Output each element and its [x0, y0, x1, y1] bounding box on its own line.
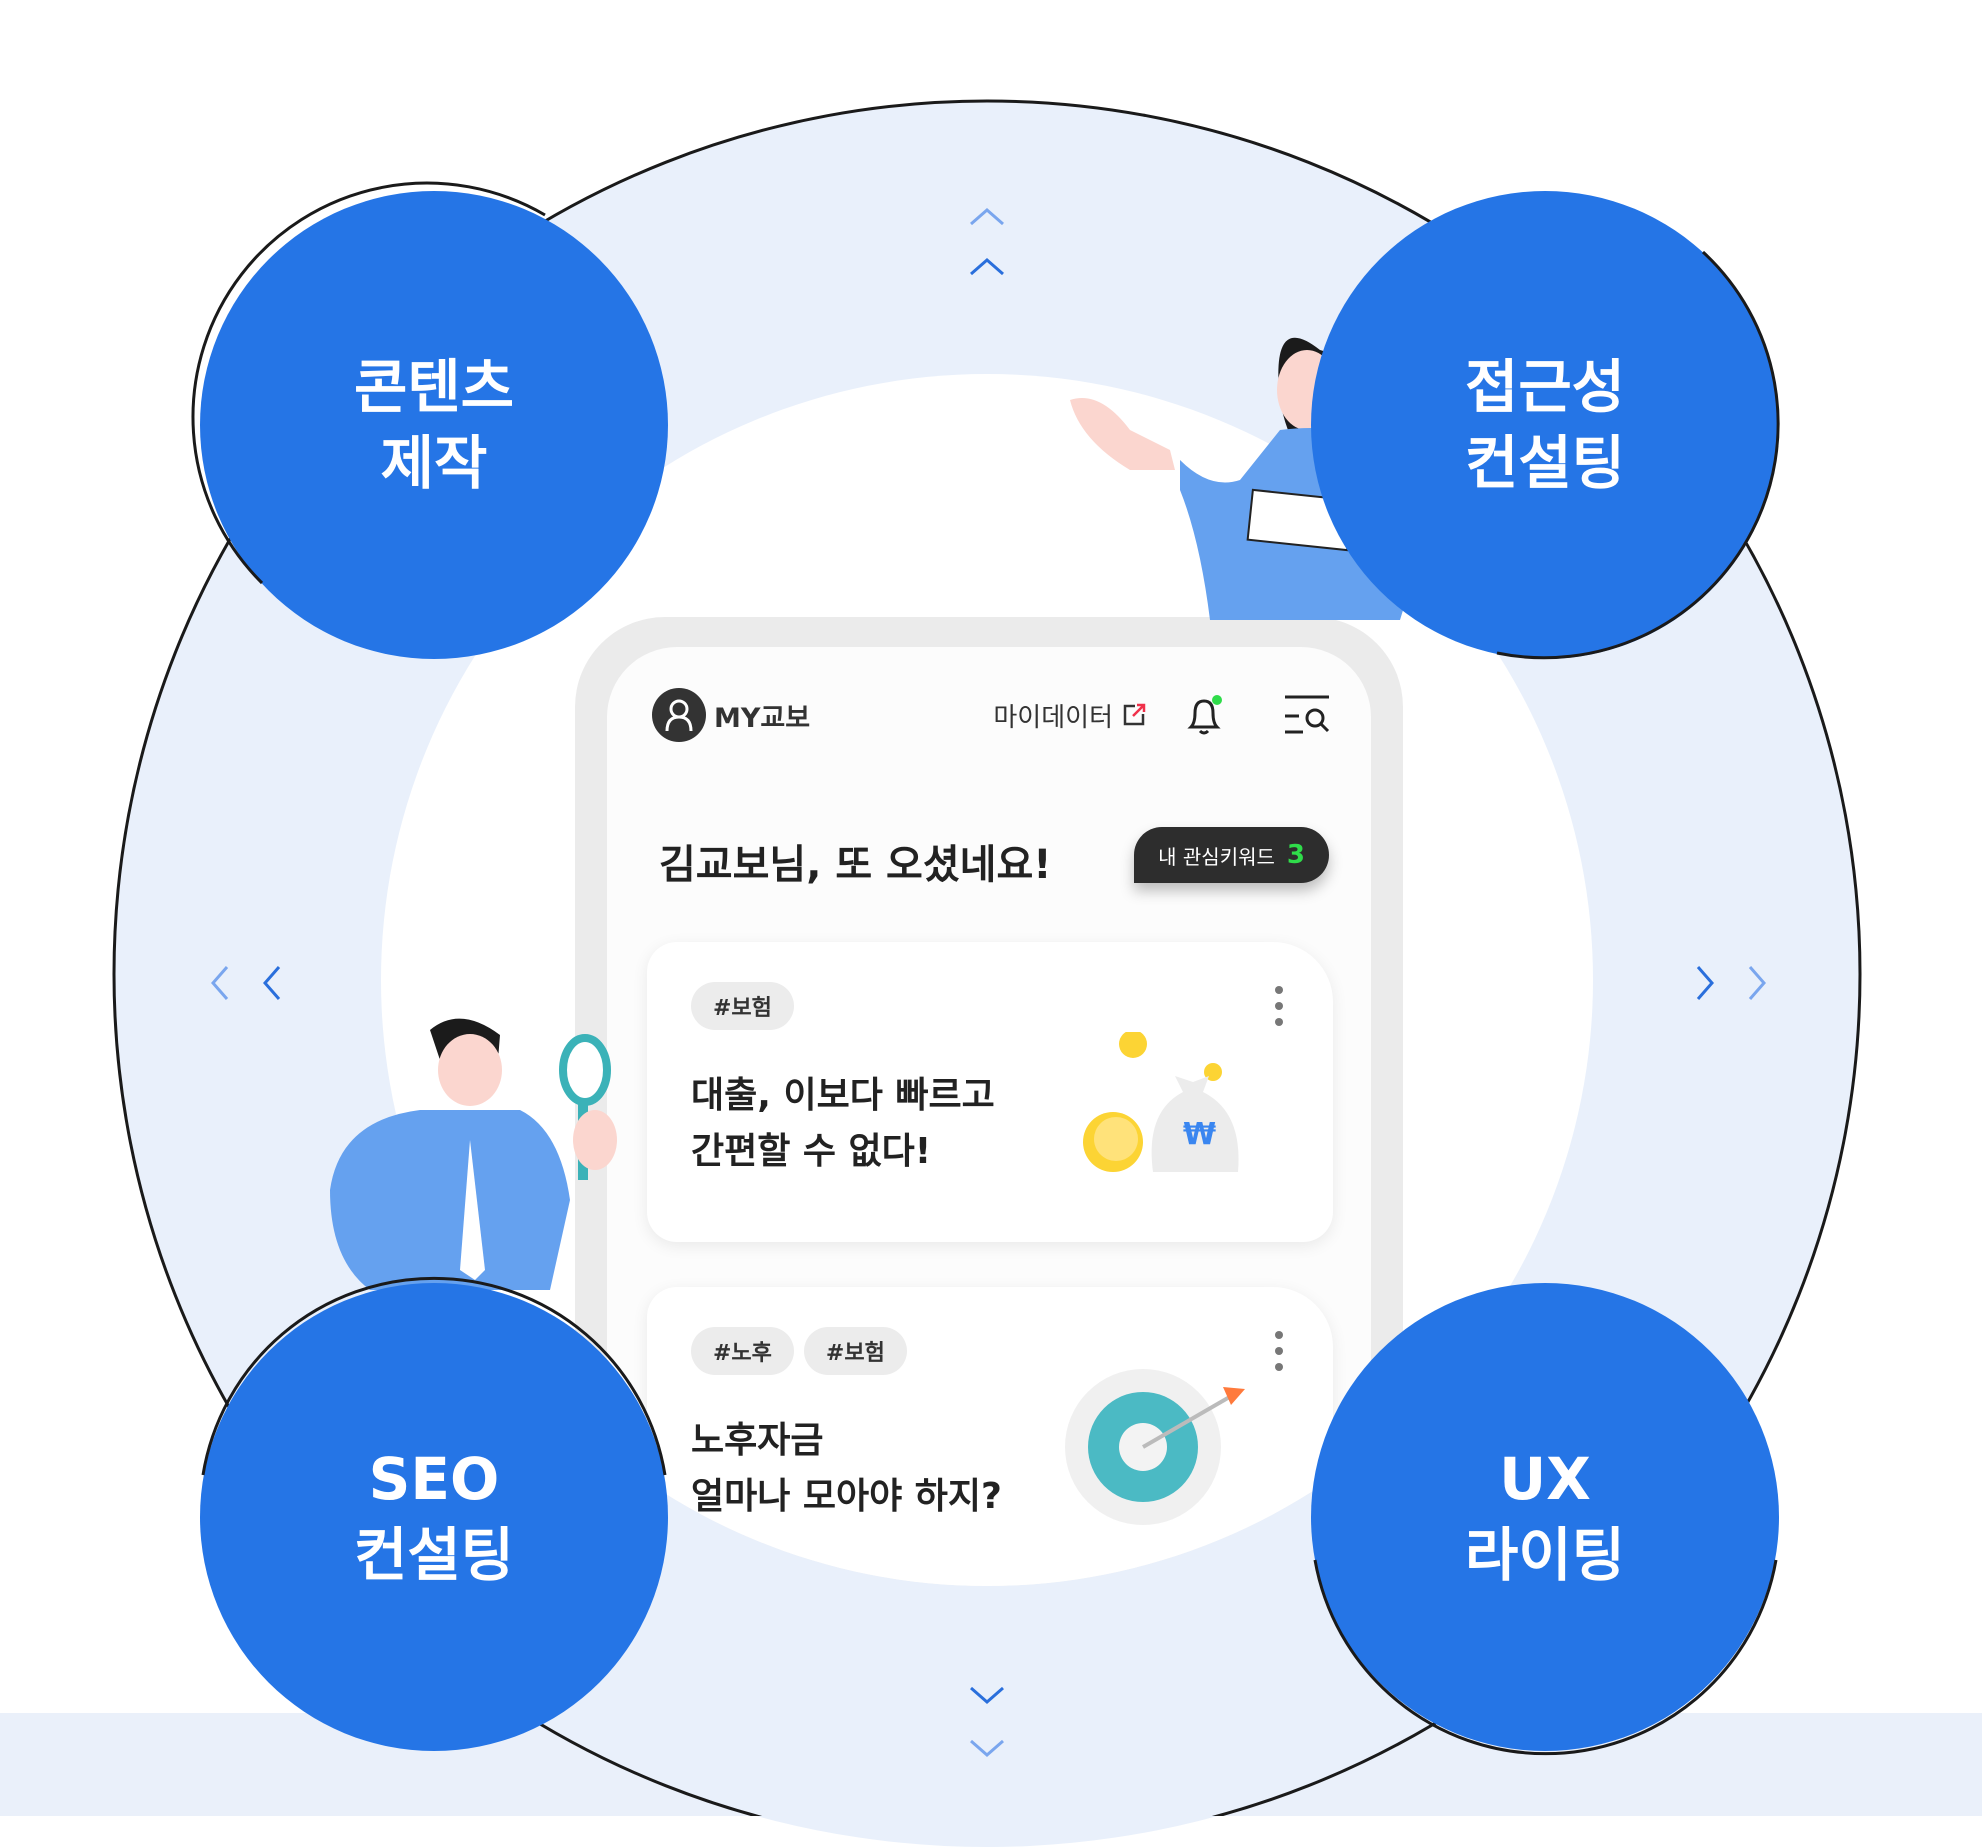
card-title-line: 간편할 수 없다! [691, 1131, 932, 1172]
card-title: 노후자금 얼마나 모아야 하지? [691, 1413, 1289, 1525]
service-label: 컨설팅 [353, 1521, 515, 1589]
tag[interactable]: #노후 [691, 1327, 794, 1375]
tag[interactable]: #보험 [691, 982, 794, 1030]
service-label: SEO [368, 1445, 500, 1513]
chevron-down-icon[interactable] [967, 1674, 1007, 1714]
chevron-left-icon[interactable] [201, 963, 241, 1003]
chevron-up-icon[interactable] [967, 248, 1007, 288]
external-link-icon [1121, 702, 1147, 728]
phone-mockup: MY교보 마이데이터 김교보님, 또 오셨네요! 내 관심키워드 3 [575, 617, 1403, 1586]
keywords-label: 내 관심키워드 [1158, 844, 1275, 869]
service-label: UX [1499, 1445, 1591, 1513]
chevron-up-icon[interactable] [967, 198, 1007, 238]
card-title-line: 얼마나 모아야 하지? [691, 1476, 1002, 1517]
service-label: 제작 [380, 429, 488, 497]
chevron-right-icon[interactable] [1736, 963, 1776, 1003]
phone-screen: MY교보 마이데이터 김교보님, 또 오셨네요! 내 관심키워드 3 [607, 647, 1371, 1586]
chevron-left-icon[interactable] [253, 963, 293, 1003]
chevron-down-icon[interactable] [967, 1727, 1007, 1767]
user-icon[interactable] [652, 688, 706, 742]
man-illustration [330, 1018, 617, 1290]
tag[interactable]: #보험 [803, 1327, 907, 1375]
more-options-icon[interactable] [1275, 986, 1283, 1026]
target-icon [1065, 1369, 1245, 1525]
service-label: 컨설팅 [1464, 429, 1626, 497]
greeting-title: 김교보님, 또 오셨네요! [659, 842, 1052, 888]
card-title-line: 노후자금 [691, 1420, 824, 1461]
money-bag-icon: ₩ [1083, 1032, 1239, 1172]
content-card[interactable]: #노후 #보험 노후자금 얼마나 모아야 하지? [647, 1287, 1333, 1586]
service-label: 콘텐츠 [353, 353, 515, 421]
service-label: 접근성 [1464, 353, 1626, 421]
svg-text:₩: ₩ [1183, 1117, 1216, 1152]
mydata-link[interactable]: 마이데이터 [993, 697, 1147, 734]
brand-label[interactable]: MY교보 [714, 702, 811, 734]
service-circle-content[interactable]: 콘텐츠 제작 [200, 191, 668, 659]
service-circle-accessibility[interactable]: 접근성 컨설팅 [1311, 191, 1779, 659]
mydata-label: 마이데이터 [993, 702, 1113, 733]
service-label: 라이팅 [1464, 1521, 1626, 1589]
content-card[interactable]: #보험 대출, 이보다 빠르고 간편할 수 없다! ₩ [647, 942, 1333, 1242]
card-title-line: 대출, 이보다 빠르고 [691, 1075, 995, 1116]
keywords-count: 3 [1286, 840, 1305, 870]
card-title: 대출, 이보다 빠르고 간편할 수 없다! [691, 1068, 1289, 1180]
chevron-right-icon[interactable] [1684, 963, 1724, 1003]
service-circle-ux-writing[interactable]: UX 라이팅 [1311, 1283, 1779, 1751]
my-keywords-button[interactable]: 내 관심키워드 3 [1134, 827, 1329, 883]
menu-search-icon[interactable] [1283, 694, 1331, 736]
service-circle-seo[interactable]: SEO 컨설팅 [200, 1283, 668, 1751]
phone-clip: MY교보 마이데이터 김교보님, 또 오셨네요! 내 관심키워드 3 [381, 374, 1593, 1586]
bell-icon[interactable] [1183, 693, 1225, 737]
more-options-icon[interactable] [1275, 1331, 1283, 1371]
app-header: MY교보 마이데이터 [652, 685, 1331, 745]
